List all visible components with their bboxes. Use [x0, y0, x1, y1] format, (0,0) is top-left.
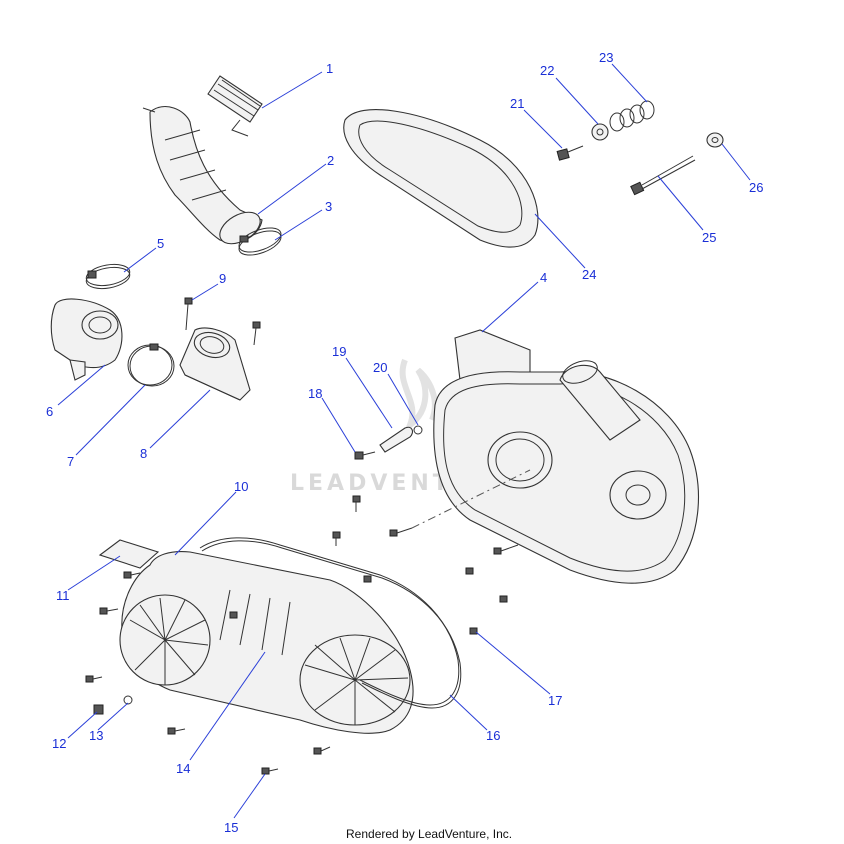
part-5-clamp[interactable] [85, 261, 132, 291]
callout-25[interactable]: 25 [702, 230, 716, 245]
part-24-belt[interactable] [343, 109, 539, 248]
part-11-label[interactable] [98, 539, 160, 569]
credit-text: Rendered by LeadVenture, Inc. [346, 827, 512, 841]
callout-17[interactable]: 17 [548, 693, 562, 708]
part-8-intake-boot[interactable] [179, 327, 251, 401]
part-6-intake-adapter[interactable] [50, 298, 123, 381]
part-2-intake-duct[interactable] [142, 106, 266, 251]
callout-26[interactable]: 26 [749, 180, 763, 195]
callout-1[interactable]: 1 [326, 61, 333, 76]
bolt-icon [167, 727, 186, 735]
part-4-inner-housing[interactable] [433, 329, 699, 584]
callouts: 1 2 3 4 5 6 7 8 9 10 11 12 13 14 15 16 1… [46, 50, 763, 835]
callout-21[interactable]: 21 [510, 96, 524, 111]
part-23-shims[interactable] [609, 100, 655, 132]
part-18-bolt[interactable] [354, 451, 376, 460]
callout-20[interactable]: 20 [373, 360, 387, 375]
part-1-bracket[interactable] [207, 75, 263, 137]
bolt-icon [352, 495, 361, 512]
callout-4[interactable]: 4 [540, 270, 547, 285]
part-7-clamp[interactable] [127, 343, 175, 387]
part-10-outer-cover[interactable] [119, 551, 414, 734]
bolt-icon [332, 531, 341, 546]
part-22-washer[interactable] [591, 123, 609, 141]
bolt-icon [123, 571, 141, 579]
callout-3[interactable]: 3 [325, 199, 332, 214]
part-25-long-bolt[interactable] [630, 155, 696, 196]
callout-18[interactable]: 18 [308, 386, 322, 401]
bolt-icon [469, 627, 478, 635]
callout-13[interactable]: 13 [89, 728, 103, 743]
callout-2[interactable]: 2 [327, 153, 334, 168]
watermark-logo [399, 358, 438, 434]
part-20-nut[interactable] [413, 425, 423, 435]
washer-icon [123, 695, 133, 705]
callout-14[interactable]: 14 [176, 761, 190, 776]
bolt-icon [229, 611, 238, 619]
callout-11[interactable]: 11 [56, 588, 70, 603]
bolt-icon [313, 746, 331, 755]
part-3-clamp[interactable] [236, 223, 284, 260]
part-16-gasket[interactable] [199, 537, 462, 709]
bolt-icon [499, 595, 508, 603]
bolt-icon [99, 607, 119, 615]
callout-8[interactable]: 8 [140, 446, 147, 461]
bolt-icon [85, 675, 103, 683]
part-19-clip[interactable] [379, 426, 414, 453]
part-9-bolt[interactable] [184, 297, 261, 346]
callout-24[interactable]: 24 [582, 267, 596, 282]
callout-22[interactable]: 22 [540, 63, 554, 78]
callout-12[interactable]: 12 [52, 736, 66, 751]
part-26-washer[interactable] [706, 132, 724, 148]
callout-15[interactable]: 15 [224, 820, 238, 835]
bolt-icon [465, 567, 474, 575]
leader-lines [57, 63, 751, 819]
bolt-icon [389, 527, 413, 537]
fasteners [85, 495, 519, 775]
callout-6[interactable]: 6 [46, 404, 53, 419]
callout-7[interactable]: 7 [67, 454, 74, 469]
bolt-icon [363, 575, 372, 583]
bolt-icon [493, 544, 519, 555]
callout-5[interactable]: 5 [157, 236, 164, 251]
callout-23[interactable]: 23 [599, 50, 613, 65]
part-21-bolt[interactable] [556, 145, 584, 161]
callout-19[interactable]: 19 [332, 344, 346, 359]
bolt-icon [93, 704, 104, 715]
callout-10[interactable]: 10 [234, 479, 248, 494]
alignment-line [411, 469, 531, 529]
callout-16[interactable]: 16 [486, 728, 500, 743]
callout-9[interactable]: 9 [219, 271, 226, 286]
bolt-icon [261, 767, 279, 775]
